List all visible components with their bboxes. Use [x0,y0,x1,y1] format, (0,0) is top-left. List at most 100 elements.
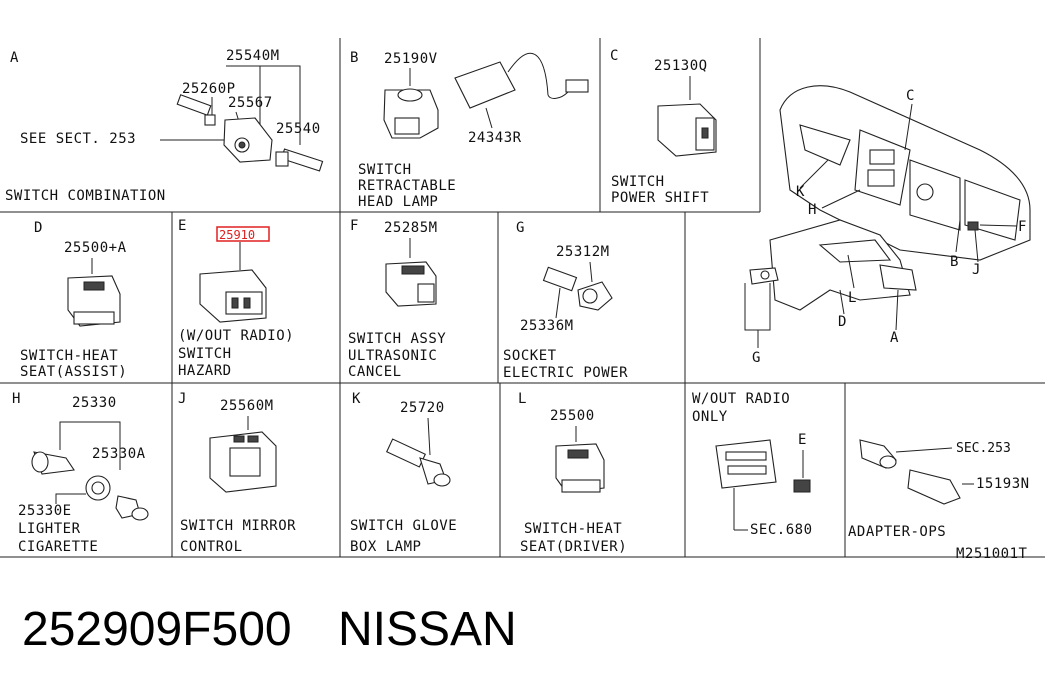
section-f-caption-3: CANCEL [348,364,402,380]
callout-h: H [808,202,817,218]
adapter-caption: ADAPTER-OPS [848,524,946,540]
section-adapter: SEC.253 15193N ADAPTER-OPS [848,439,1030,540]
section-l: L 25500 SWITCH-HEAT SEAT(DRIVER) [518,391,627,555]
section-k-letter: K [352,391,361,407]
section-f: F 25285M SWITCH ASSY ULTRASONIC CANCEL [348,218,446,380]
section-a-letter: A [10,50,19,66]
part-25330e: 25330E [18,503,72,519]
part-25330a: 25330A [92,446,146,462]
combination-switch-drawing [160,65,324,172]
power-socket-drawing [542,261,613,319]
see-sect-note: SEE SECT. 253 [20,131,136,147]
head-lamp-switch-drawing [383,52,589,139]
section-e-letter: E [178,218,187,234]
radio-ref-e: E [798,432,807,448]
part-25336m: 25336M [520,318,574,334]
section-f-caption-2: ULTRASONIC [348,348,437,364]
cigarette-lighter-drawing [31,421,149,521]
part-25567: 25567 [228,95,273,111]
section-d-letter: D [34,220,43,236]
callout-l: L [848,290,857,306]
part-25560m: 25560M [220,398,274,414]
section-radio: W/OUT RADIO ONLY E SEC.680 [692,391,813,538]
heat-seat-driver-switch-drawing [555,426,605,493]
dashboard-overview: C K H F B J L D A G [744,85,1031,366]
section-b-caption-3: HEAD LAMP [358,194,438,210]
section-h-caption-1: LIGHTER [18,521,81,537]
part-25190v: 25190V [384,51,438,67]
section-d-caption-2: SEAT(ASSIST) [20,364,127,380]
section-a: A 25540M 25260P 25567 25540 SEE SECT. 25… [5,48,324,204]
section-b-caption-2: RETRACTABLE [358,178,456,194]
ultrasonic-cancel-switch-drawing [385,238,437,307]
section-e-caption-2: SWITCH [178,346,232,362]
part-25260p: 25260P [182,81,236,97]
section-e-caption-1: (W/OUT RADIO) [178,328,294,344]
section-c: C 25130Q SWITCH POWER SHIFT [610,48,717,206]
footer-part-number: 252909F500 [22,603,292,656]
callout-b: B [950,254,959,270]
section-l-caption-1: SWITCH-HEAT [524,521,622,537]
section-c-letter: C [610,48,619,64]
radio-bracket-drawing [715,439,811,531]
section-j-caption-1: SWITCH MIRROR [180,518,296,534]
section-e-caption-3: HAZARD [178,363,232,379]
callout-f: F [1018,219,1027,235]
mirror-control-switch-drawing [209,416,277,493]
part-25285m: 25285M [384,220,438,236]
part-25330: 25330 [72,395,117,411]
part-25130q: 25130Q [654,58,708,74]
callout-g: G [752,350,761,366]
heat-seat-assist-switch-drawing [67,258,121,327]
adapter-sec-253: SEC.253 [956,441,1011,456]
hazard-switch-drawing [199,242,267,323]
section-b: B 25190V 24343R SWITCH RETRACTABLE HEAD … [350,50,589,210]
section-b-letter: B [350,50,359,66]
figure-id: M251001T [956,546,1028,562]
section-k-caption-2: BOX LAMP [350,539,421,555]
callout-d: D [838,314,847,330]
grid-lines [0,38,1045,558]
section-j-caption-2: CONTROL [180,539,243,555]
part-25540: 25540 [276,121,321,137]
radio-title-1: W/OUT RADIO [692,391,790,407]
section-a-caption: SWITCH COMBINATION [5,188,166,204]
callout-a: A [890,330,899,346]
section-h-caption-2: CIGARETTE [18,539,98,555]
section-c-caption-2: POWER SHIFT [611,190,709,206]
section-j: J 25560M SWITCH MIRROR CONTROL [178,391,296,555]
section-j-letter: J [178,391,187,407]
section-l-letter: L [518,391,527,407]
part-25500-a: 25500+A [64,240,127,256]
footer-brand: NISSAN [338,603,517,656]
power-shift-switch-drawing [657,76,717,157]
callout-c: C [906,88,915,104]
part-highlight-box [216,226,270,242]
part-25500: 25500 [550,408,595,424]
section-k: K 25720 SWITCH GLOVE BOX LAMP [350,391,457,555]
radio-sec-680: SEC.680 [750,522,813,538]
section-g-caption-1: SOCKET [503,348,557,364]
dashboard-drawing [749,85,1031,311]
section-e: E 25910 (W/OUT RADIO) SWITCH HAZARD [178,218,294,379]
callout-k: K [796,184,805,200]
section-d-caption-1: SWITCH-HEAT [20,348,118,364]
section-g-caption-2: ELECTRIC POWER [503,365,628,381]
radio-title-2: ONLY [692,409,728,425]
section-c-caption-1: SWITCH [611,174,665,190]
part-15193n: 15193N [976,476,1030,492]
section-k-caption-1: SWITCH GLOVE [350,518,457,534]
section-g: G 25312M 25336M SOCKET ELECTRIC POWER [503,220,628,381]
section-h: H 25330 25330A 25330E LIGHTER CIGARETTE [12,391,149,555]
dashboard-leaders [744,103,1018,348]
section-f-caption-1: SWITCH ASSY [348,331,446,347]
section-b-caption-1: SWITCH [358,162,412,178]
callout-j: J [972,262,981,278]
section-l-caption-2: SEAT(DRIVER) [520,539,627,555]
section-d: D 25500+A SWITCH-HEAT SEAT(ASSIST) [20,220,127,380]
part-25312m: 25312M [556,244,610,260]
part-25720: 25720 [400,400,445,416]
glove-box-lamp-switch-drawing [385,417,451,487]
part-24343r: 24343R [468,130,522,146]
